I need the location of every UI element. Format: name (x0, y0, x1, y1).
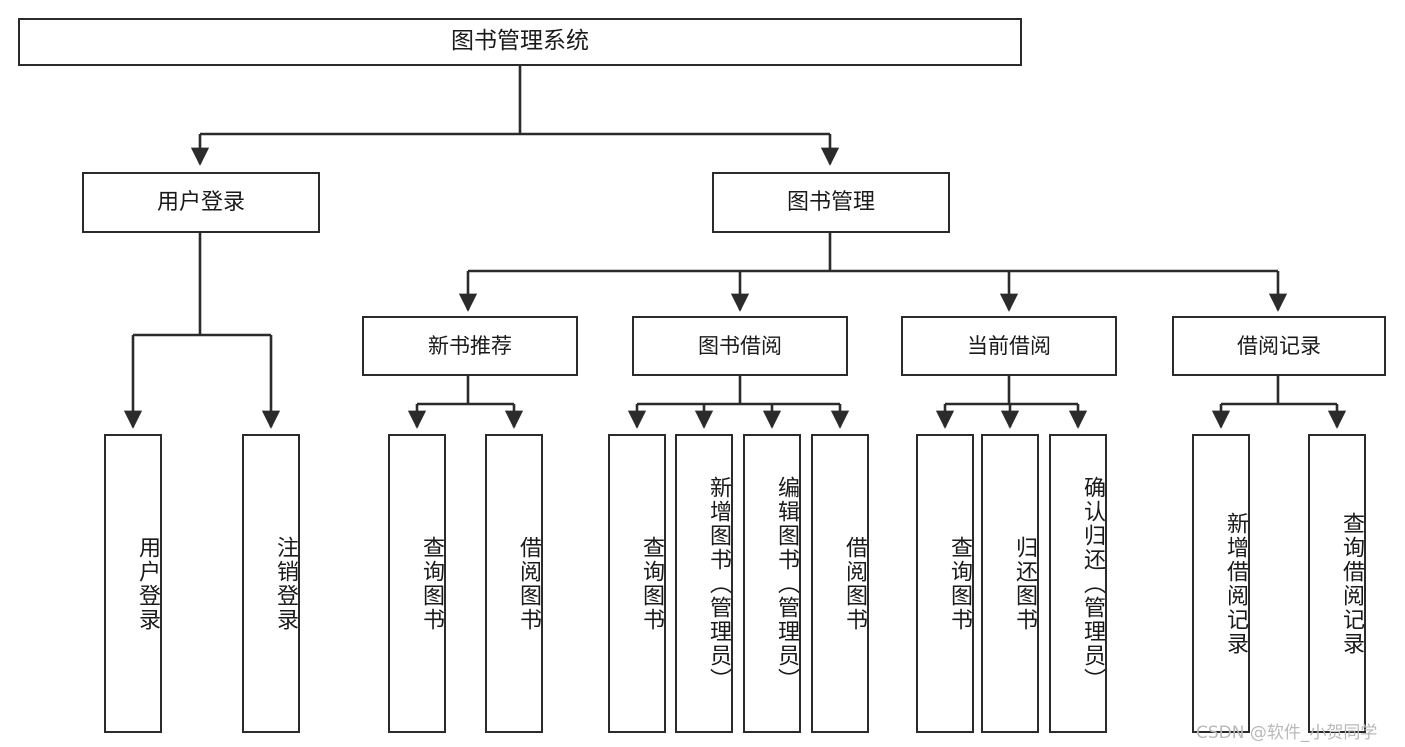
leaf-currentborrow-confirm-return[interactable]: 确认归还（管理员） (1049, 434, 1107, 733)
leaf-borrowrecord-query-record[interactable]: 查询借阅记录 (1308, 434, 1366, 733)
leaf-newbook-query-book-label: 查询图书 (419, 535, 444, 632)
leaf-bookborrow-add-book-label: 新增图书（管理员） (706, 475, 731, 692)
node-new-book-recommend-label: 新书推荐 (428, 333, 512, 358)
leaf-bookborrow-query-book-label: 查询图书 (639, 535, 664, 632)
node-current-borrow-label: 当前借阅 (967, 333, 1051, 358)
leaf-newbook-query-book[interactable]: 查询图书 (388, 434, 446, 733)
node-user-login[interactable]: 用户登录 (82, 172, 320, 233)
node-book-borrow-label: 图书借阅 (698, 333, 782, 358)
leaf-borrowrecord-add-record-label: 新增借阅记录 (1223, 511, 1248, 656)
node-user-login-label: 用户登录 (156, 189, 245, 215)
leaf-newbook-borrow-book-label: 借阅图书 (516, 535, 541, 632)
node-new-book-recommend[interactable]: 新书推荐 (362, 316, 578, 376)
node-borrow-record-label: 借阅记录 (1237, 333, 1321, 358)
leaf-bookborrow-add-book[interactable]: 新增图书（管理员） (675, 434, 733, 733)
leaf-bookborrow-borrow-book-label: 借阅图书 (842, 535, 867, 632)
node-borrow-record[interactable]: 借阅记录 (1172, 316, 1386, 376)
leaf-currentborrow-query-book-label: 查询图书 (947, 535, 972, 632)
leaf-logout[interactable]: 注销登录 (242, 434, 300, 733)
leaf-borrowrecord-query-record-label: 查询借阅记录 (1339, 511, 1364, 656)
leaf-logout-label: 注销登录 (273, 535, 298, 632)
leaf-user-login-label: 用户登录 (135, 535, 160, 632)
leaf-bookborrow-borrow-book[interactable]: 借阅图书 (811, 434, 869, 733)
leaf-currentborrow-confirm-return-label: 确认归还（管理员） (1080, 475, 1105, 692)
leaf-currentborrow-return-book-label: 归还图书 (1012, 535, 1037, 632)
node-book-manage-label: 图书管理 (786, 189, 875, 215)
node-book-borrow[interactable]: 图书借阅 (632, 316, 848, 376)
node-root[interactable]: 图书管理系统 (18, 18, 1022, 66)
leaf-borrowrecord-add-record[interactable]: 新增借阅记录 (1192, 434, 1250, 733)
leaf-currentborrow-query-book[interactable]: 查询图书 (916, 434, 974, 733)
leaf-user-login[interactable]: 用户登录 (104, 434, 162, 733)
node-root-label: 图书管理系统 (451, 28, 589, 55)
leaf-currentborrow-return-book[interactable]: 归还图书 (981, 434, 1039, 733)
leaf-bookborrow-edit-book-label: 编辑图书（管理员） (774, 475, 799, 692)
leaf-bookborrow-query-book[interactable]: 查询图书 (608, 434, 666, 733)
csdn-watermark: CSDN @软件_小贺同学 (1196, 723, 1378, 743)
leaf-newbook-borrow-book[interactable]: 借阅图书 (485, 434, 543, 733)
leaf-bookborrow-edit-book[interactable]: 编辑图书（管理员） (743, 434, 801, 733)
node-current-borrow[interactable]: 当前借阅 (901, 316, 1117, 376)
node-book-manage[interactable]: 图书管理 (712, 172, 950, 233)
